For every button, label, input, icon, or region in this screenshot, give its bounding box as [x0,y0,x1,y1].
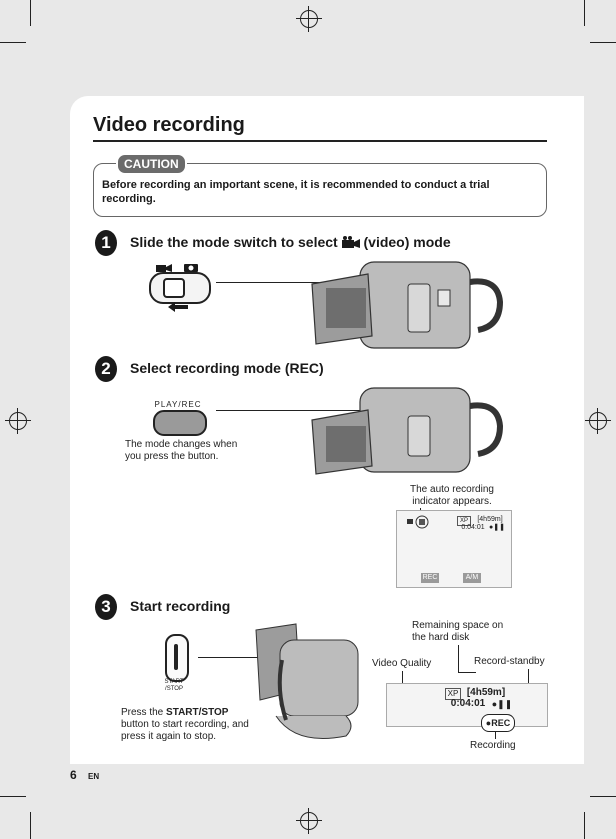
leader-line [458,672,476,673]
playrec-button-label: PLAY/REC [154,400,202,409]
lcd-standby-icon: ●❚❚ [491,699,513,709]
video-camera-icon [341,236,360,248]
start-stop-note: Press the START/STOP button to start rec… [121,707,251,743]
remaining-space-label: Remaining space on the hard disk [412,620,504,643]
lcd-remaining: [4h59m] [477,516,503,523]
record-standby-label: Record-standby [474,656,545,667]
page-number: 6 [70,768,77,782]
mode-switch-photo-icon [184,264,198,272]
leader-line [402,671,403,685]
lcd-time: 0:04:01 [450,698,486,709]
lcd-time: 0:04:01 [461,524,485,531]
start-stop-label-2: /STOP [165,686,183,692]
camcorder-illustration [311,261,504,349]
registration-mark-icon [296,6,322,32]
lcd-preview: XP [4h59m] 0:04:01 ●❚❚ REC A/M [396,510,512,588]
lcd-standby-icon: ●❚❚ [489,524,505,531]
step-2-text: Select recording mode (REC) [130,360,324,376]
lcd-quality: XP [445,688,461,700]
page-title: Video recording [93,114,245,136]
auto-mode-icon [407,515,429,529]
start-stop-label-1: START [164,679,184,685]
crop-mark [584,0,585,26]
lcd-detail: XP [4h59m] 0:04:01 ●❚❚ [386,683,548,727]
title-divider [93,140,547,142]
caution-box [93,163,547,217]
step-number: 3 [95,594,117,620]
start-stop-note-after: button to start recording, and press it … [121,719,249,742]
playrec-button[interactable] [153,410,207,436]
auto-indicator-note: The auto recording indicator appears. [410,484,494,507]
crop-mark [30,812,31,839]
lcd-am-bar: A/M [463,573,481,583]
crop-mark [590,796,616,797]
crop-mark [30,0,31,26]
registration-mark-icon [5,408,31,434]
mode-change-note: The mode changes when you press the butt… [125,439,238,462]
step-3-text: Start recording [130,598,231,614]
registration-mark-icon [585,408,611,434]
lcd-remaining: [4h59m] [466,687,506,698]
step-number: 2 [95,356,117,382]
step-number: 1 [95,230,117,256]
lcd-rec-bar: REC [421,573,439,583]
step-1-text: Slide the mode switch to select (video) … [130,234,451,250]
camcorder-illustration [311,387,504,475]
leader-line [198,657,288,658]
camcorder-in-hand-illustration [255,623,359,739]
registration-mark-icon [296,808,322,834]
video-quality-label: Video Quality [372,658,432,669]
start-stop-note-bold: START/STOP [166,707,229,718]
leader-line [495,731,496,739]
leader-line [216,410,412,411]
caution-tag: CAUTION [116,153,187,175]
crop-mark [0,42,26,43]
lcd-quality: XP [457,516,471,526]
mode-switch-video-icon [156,264,172,272]
language-code: EN [88,772,100,781]
arrow-left-icon [168,302,188,312]
crop-mark [584,812,585,839]
leader-line [458,645,459,673]
step-1-text-after: (video) mode [363,234,451,250]
start-stop-note-before: Press the [121,707,167,718]
step-1-text-before: Slide the mode switch to select [130,234,338,250]
recording-label: Recording [470,740,516,751]
caution-text: Before recording an important scene, it … [102,179,490,205]
start-stop-button[interactable] [165,634,189,682]
rec-indicator: ●REC [481,714,515,732]
crop-mark [590,42,616,43]
leader-line [216,282,406,283]
mode-switch[interactable] [149,272,211,304]
crop-mark [0,796,26,797]
